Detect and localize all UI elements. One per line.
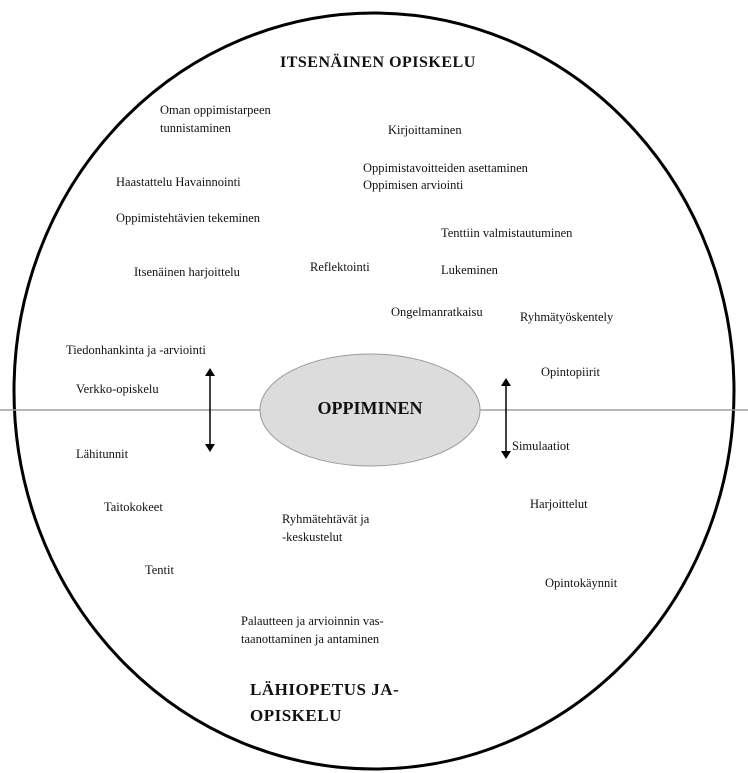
item-tavoitteet-line2: Oppimisen arviointi: [363, 178, 464, 192]
item-simulaatiot: Simulaatiot: [512, 439, 570, 453]
item-lukeminen: Lukeminen: [441, 263, 498, 277]
top-heading: ITSENÄINEN OPISKELU: [280, 54, 476, 71]
item-harjoittelut: Harjoittelut: [530, 497, 588, 511]
item-lahitunnit: Lähitunnit: [76, 447, 129, 461]
item-ryhmatyo: Ryhmätyöskentely: [520, 310, 614, 324]
item-reflektointi: Reflektointi: [310, 260, 370, 274]
center-label: OPPIMINEN: [317, 398, 423, 418]
outer-circle: [12, 11, 736, 771]
item-taitokokeet: Taitokokeet: [104, 500, 163, 514]
item-tentti: Tenttiin valmistautuminen: [441, 226, 573, 240]
item-palaute-line1: Palautteen ja arvioinnin vas-: [241, 614, 384, 628]
item-kirjoittaminen: Kirjoittaminen: [388, 123, 462, 137]
item-oman-line1: Oman oppimistarpeen: [160, 103, 271, 117]
item-tiedonhankinta: Tiedonhankinta ja -arviointi: [66, 343, 206, 357]
item-harjoittelu: Itsenäinen harjoittelu: [134, 265, 240, 279]
item-oman-line2: tunnistaminen: [160, 121, 231, 135]
center-ellipse: [259, 353, 481, 467]
item-ongelma: Ongelmanratkaisu: [391, 305, 483, 319]
item-opintokaynnit: Opintokäynnit: [545, 576, 618, 590]
item-tentit: Tentit: [145, 563, 174, 577]
item-ryhmatehtavat-line1: Ryhmätehtävät ja: [282, 512, 370, 526]
item-tehtavat: Oppimistehtävien tekeminen: [116, 211, 261, 225]
item-verkko: Verkko-opiskelu: [76, 382, 159, 396]
item-opintopiirit: Opintopiirit: [541, 365, 601, 379]
item-tavoitteet-line1: Oppimistavoitteiden asettaminen: [363, 161, 528, 175]
item-haastattelu: Haastattelu Havainnointi: [116, 175, 241, 189]
bottom-heading-line1: LÄHIOPETUS JA-: [250, 680, 400, 699]
item-ryhmatehtavat-line2: -keskustelut: [282, 530, 343, 544]
bottom-heading-line2: OPISKELU: [250, 706, 342, 725]
item-palaute-line2: taanottaminen ja antaminen: [241, 632, 380, 646]
